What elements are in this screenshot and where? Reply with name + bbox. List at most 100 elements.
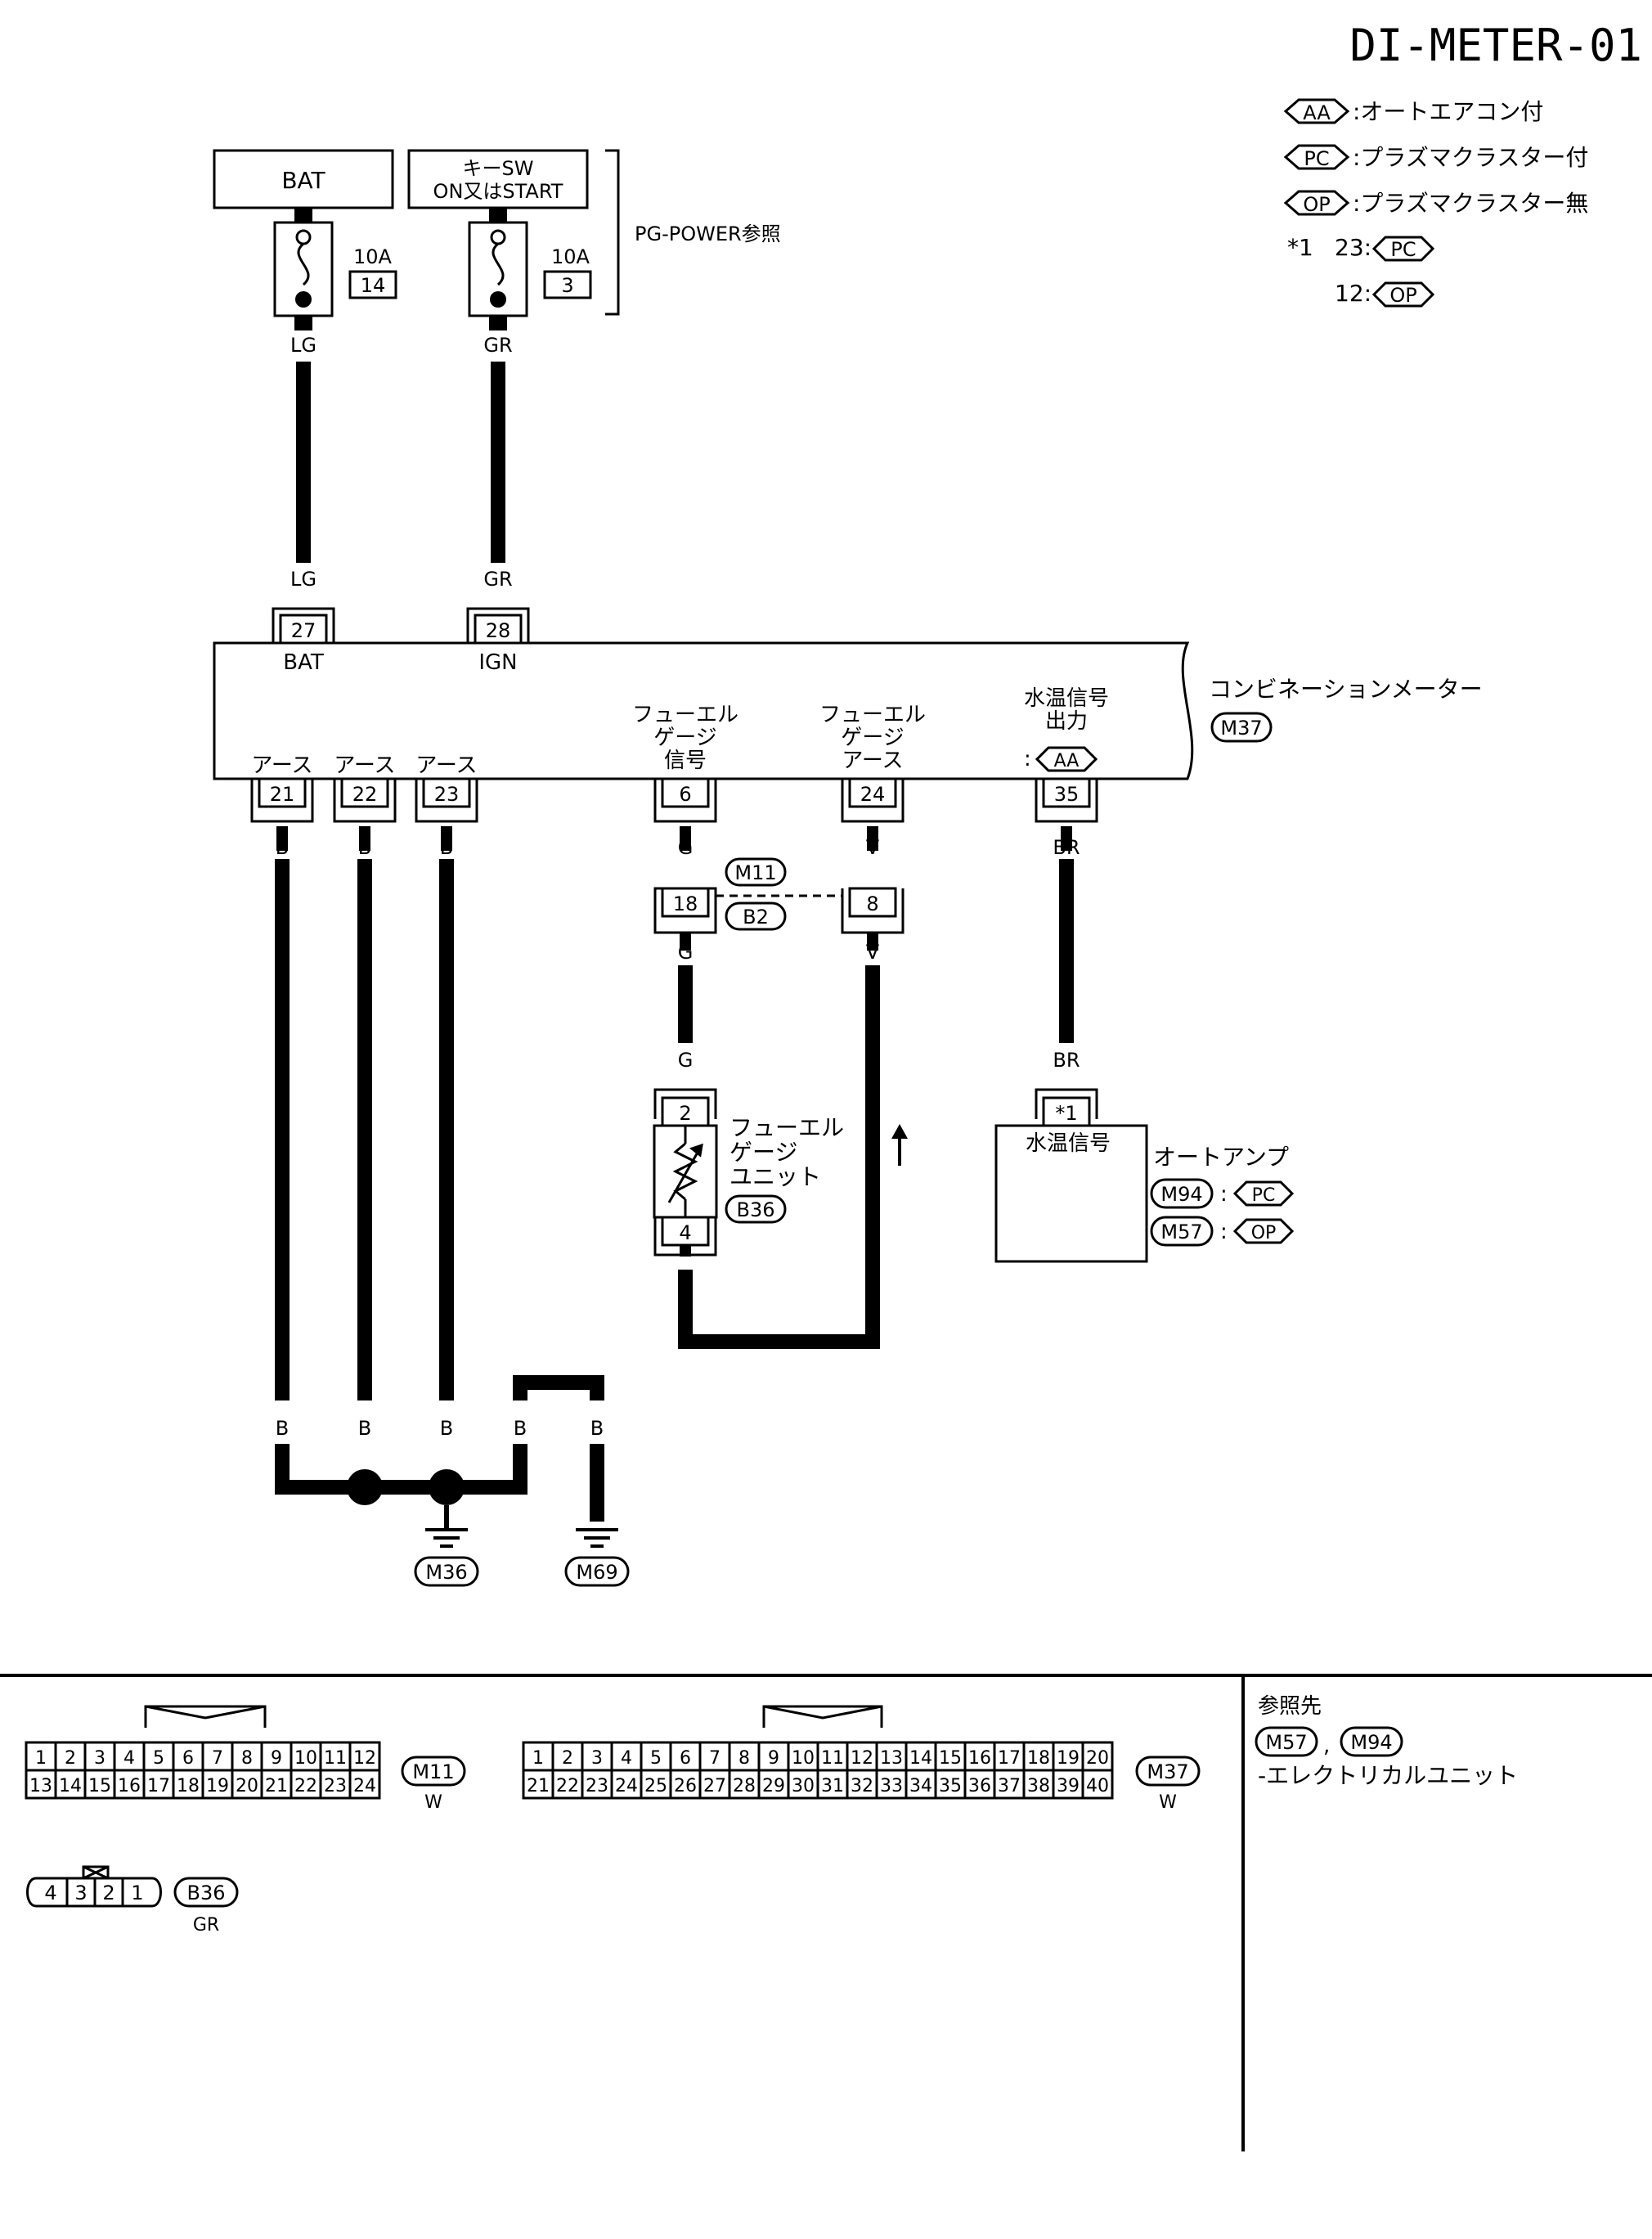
pin-number: 27 [703,1776,726,1796]
pin-number: 15 [88,1776,111,1796]
pin-number: 16 [118,1776,141,1796]
condition-code: PC [1252,1185,1276,1206]
connector-cavity: 2 [54,1741,87,1772]
splice-dot [429,1469,465,1505]
pin-number: 12 [851,1748,873,1769]
wire-color: GR [483,568,512,591]
connector-cavity: 38 [1022,1769,1055,1800]
pin-number: 11 [821,1748,844,1769]
pin-number: 31 [821,1776,844,1796]
pin-number: 4 [123,1748,135,1769]
pin-label: アース [334,753,395,778]
pin-number: 13 [29,1776,52,1796]
connector-cavity: 16 [113,1769,146,1800]
connector-code: M11 [412,1760,454,1783]
connector-cavity: 10 [787,1741,819,1772]
lock-icon [82,1865,110,1880]
pin-number: 18 [177,1776,200,1796]
connector-cavity: 19 [201,1769,234,1800]
connector-code: M57 [1265,1731,1307,1754]
ground-code: M36 [425,1561,467,1584]
connector-cavity: 12 [348,1741,381,1772]
meter-name: コンビネーションメーター [1209,676,1483,703]
wire-labels: B B B G V BR G V G BR V B B B B B [276,836,1080,1440]
legend-item-op: OP :プラズマクラスター無 [1283,190,1588,217]
pin-label: フューエル [632,703,738,727]
pin-number: 20 [236,1776,258,1796]
pin-number: 26 [674,1776,697,1796]
wire-color: BR [1053,1049,1080,1072]
pin-label: IGN [478,650,517,675]
legend-text: :プラズマクラスター付 [1353,144,1588,171]
connector-cavity: 18 [172,1769,204,1800]
wire-color: B [440,836,453,859]
pin-number: 28 [486,619,511,642]
pin-number: 25 [644,1776,667,1796]
pin-35: 35 [1035,777,1098,823]
reference-section: 参照先 M57 , M94 -エレクトリカルユニット [1255,1694,1518,1789]
fuel-gauge-unit: 2 4 フューエル ゲージ ユニット B36 [653,1088,844,1257]
wire-color: B [358,836,371,859]
pin-number: 4 [44,1882,56,1904]
connector-cavity: 29 [757,1769,790,1800]
note-pin: 23: [1335,234,1371,261]
pin-number: 18 [673,892,698,915]
pin-number: 35 [939,1776,962,1796]
pin-number: 6 [679,783,691,806]
pin-number: 7 [709,1748,721,1769]
pin-number: 35 [1054,783,1080,806]
wire-color: V [679,1275,693,1297]
connector-code: M37 [1147,1760,1188,1783]
pin-label: アース [251,753,312,778]
pin-number: 19 [206,1776,229,1796]
bat-label: BAT [281,167,325,194]
pin-label: アース [842,749,903,773]
pin-number: 37 [998,1776,1021,1796]
fuse-icon [468,221,528,317]
wire-color: B [440,1417,453,1440]
pg-power-ref: PG-POWER参照 [635,223,781,245]
connector-code: B36 [186,1882,225,1904]
pin-number: 16 [968,1748,991,1769]
connector-cavity: 13 [875,1741,908,1772]
pin-number: 5 [153,1748,164,1769]
pin-label: 水温信号 [1024,686,1109,711]
pin-number: 8 [738,1748,750,1769]
pin-number: 24 [353,1776,376,1796]
unit-label: ゲージ [729,1139,797,1166]
connector-cavity: 6 [669,1741,702,1772]
pin-number: 23 [586,1776,608,1796]
connector-cavity: 15 [934,1741,967,1772]
condition-colon: : [1024,747,1031,771]
connector-cavity: 4 [113,1741,146,1772]
pin-number: 8 [866,892,878,915]
connector-code: M57 [1160,1221,1202,1243]
wires [275,362,1074,1522]
fuse-rating: 10A [551,245,590,268]
connector-cavity: 22 [551,1769,584,1800]
reference-comma: , [1323,1733,1330,1758]
wire-color: B [276,1417,289,1440]
power-section: BAT キーSW ON又はSTART PG-POWER参照 10A 14 LG … [213,149,781,357]
unit-label: ユニット [729,1163,821,1190]
pin-number: 11 [324,1748,347,1769]
pin-number: 24 [860,783,886,806]
connector-cavity: 37 [993,1769,1026,1800]
connector-cavity: 6 [172,1741,204,1772]
connector-cavity: 39 [1052,1769,1084,1800]
wire-color: GR [483,334,512,357]
pin-number: 23 [324,1776,347,1796]
connector-code: B36 [736,1198,774,1221]
legend-text: :プラズマクラスター無 [1353,190,1588,217]
pin-number: 34 [909,1776,932,1796]
pin-22: 22 [333,777,397,823]
key-sw-label: ON又はSTART [433,180,563,203]
wire-color: B [514,1417,527,1440]
wire-color: V [866,941,880,964]
connector-cavity: 35 [934,1769,967,1800]
connector-view-b36: 4 3 2 1 B36 GR [26,1865,239,1936]
connector-cavity: 12 [846,1741,878,1772]
pin-number: 3 [591,1748,603,1769]
condition-colon: : [1220,1182,1228,1207]
